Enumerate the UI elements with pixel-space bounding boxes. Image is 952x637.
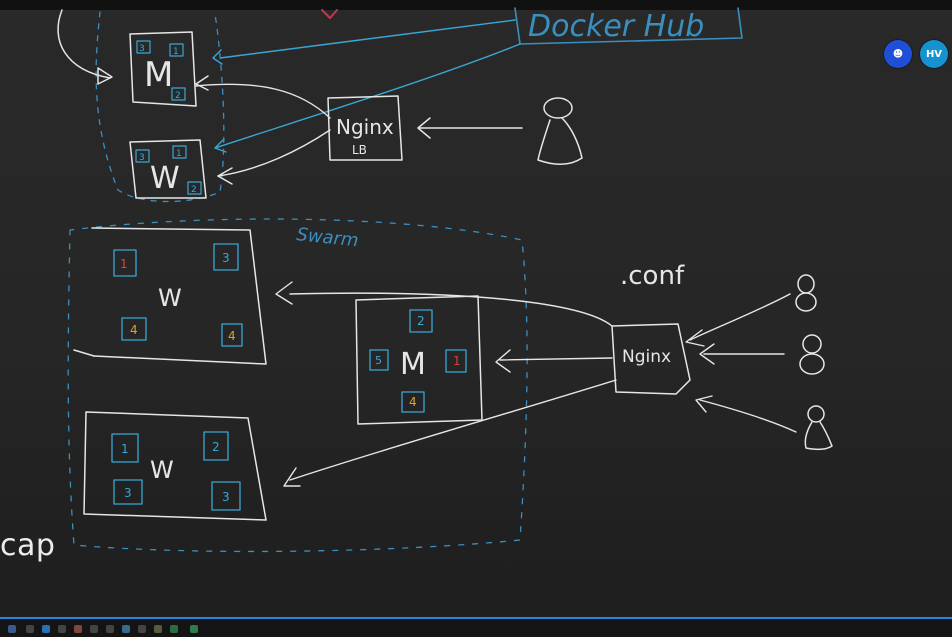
progress-line xyxy=(0,617,952,619)
top-manager-task: 2 xyxy=(175,91,181,101)
nginx-to-worker-2 xyxy=(289,379,617,481)
worker-1-letter: W xyxy=(158,284,182,312)
taskbar-app-icon[interactable] xyxy=(122,625,130,633)
manager-node-2: M 2 5 1 4 xyxy=(355,295,483,425)
red-mark xyxy=(321,9,338,19)
nginx-lb-box: Nginx LB xyxy=(327,95,403,161)
worker-2-letter: W xyxy=(150,456,174,484)
nginx-lb-label: Nginx xyxy=(336,115,394,139)
top-worker-task: 2 xyxy=(191,185,197,195)
top-worker-task: 3 xyxy=(139,153,145,163)
manager-2-task: 1 xyxy=(453,354,461,368)
docker-hub-label: Docker Hub xyxy=(528,9,704,44)
nginx-box: Nginx xyxy=(611,323,691,395)
user-figure-3 xyxy=(804,405,833,451)
taskbar-app-icon[interactable] xyxy=(154,625,162,633)
top-cluster-outline xyxy=(95,11,225,203)
user-figure-top xyxy=(537,97,583,165)
loop-arrow xyxy=(57,9,111,79)
taskbar-app-icon[interactable] xyxy=(90,625,98,633)
person-icon: ☻ xyxy=(892,48,904,60)
manager-2-task: 2 xyxy=(417,314,425,328)
participant-avatar-hv[interactable]: HV xyxy=(920,40,948,68)
lb-label: LB xyxy=(352,143,367,157)
swarm-outline xyxy=(67,218,528,553)
worker-2-task: 1 xyxy=(121,442,129,456)
top-manager-task: 3 xyxy=(139,44,145,54)
top-manager-letter: M xyxy=(144,55,173,95)
top-manager-node: M 3 1 2 xyxy=(129,31,209,107)
worker-1-task: 4 xyxy=(130,323,138,337)
participant-initials: HV xyxy=(925,48,943,60)
taskbar-app-icon[interactable] xyxy=(42,625,50,633)
worker-2-task: 3 xyxy=(124,486,132,500)
manager-2-letter: M xyxy=(400,347,426,382)
caption-text: cap xyxy=(0,528,56,563)
taskbar-app-icon[interactable] xyxy=(74,625,82,633)
worker-1-task: 4 xyxy=(228,329,236,343)
user-figure-1 xyxy=(795,274,817,312)
worker-node-1: W 1 3 4 4 xyxy=(73,227,267,365)
worker-node-2: W 1 2 3 3 xyxy=(83,411,267,521)
conf-label: .conf xyxy=(620,261,685,291)
loop-arrowhead xyxy=(97,67,113,85)
user-3-to-nginx xyxy=(699,399,797,433)
taskbar-app-icon[interactable] xyxy=(26,625,34,633)
top-worker-letter: W xyxy=(150,161,180,196)
lb-to-worker xyxy=(217,129,331,177)
taskbar-app-icon[interactable] xyxy=(170,625,178,633)
manager-2-task: 5 xyxy=(375,354,382,367)
taskbar xyxy=(0,619,952,637)
taskbar-app-icon[interactable] xyxy=(138,625,146,633)
nginx-label: Nginx xyxy=(622,347,671,367)
nginx-to-manager-2 xyxy=(499,357,613,361)
lb-to-manager xyxy=(195,83,331,119)
top-manager-task: 1 xyxy=(173,47,179,57)
worker-1-task: 3 xyxy=(222,251,230,265)
swarm-label: Swarm xyxy=(295,224,359,251)
top-worker-task: 1 xyxy=(176,149,182,159)
taskbar-app-icon[interactable] xyxy=(190,625,198,633)
user-1-to-nginx xyxy=(689,293,791,341)
docker-hub-arrows xyxy=(212,19,521,153)
taskbar-app-icon[interactable] xyxy=(8,625,16,633)
participant-avatar[interactable]: ☻ xyxy=(884,40,912,68)
manager-2-task: 4 xyxy=(409,395,417,409)
top-bar xyxy=(0,0,952,10)
worker-2-task: 2 xyxy=(212,440,220,454)
nginx-to-worker-1 xyxy=(289,292,613,327)
worker-1-task: 1 xyxy=(120,257,128,271)
taskbar-app-icon[interactable] xyxy=(106,625,114,633)
taskbar-app-icon[interactable] xyxy=(58,625,66,633)
docker-hub-box: Docker Hub xyxy=(514,7,743,45)
worker-2-task: 3 xyxy=(222,490,230,504)
user-figure-2 xyxy=(799,334,825,375)
